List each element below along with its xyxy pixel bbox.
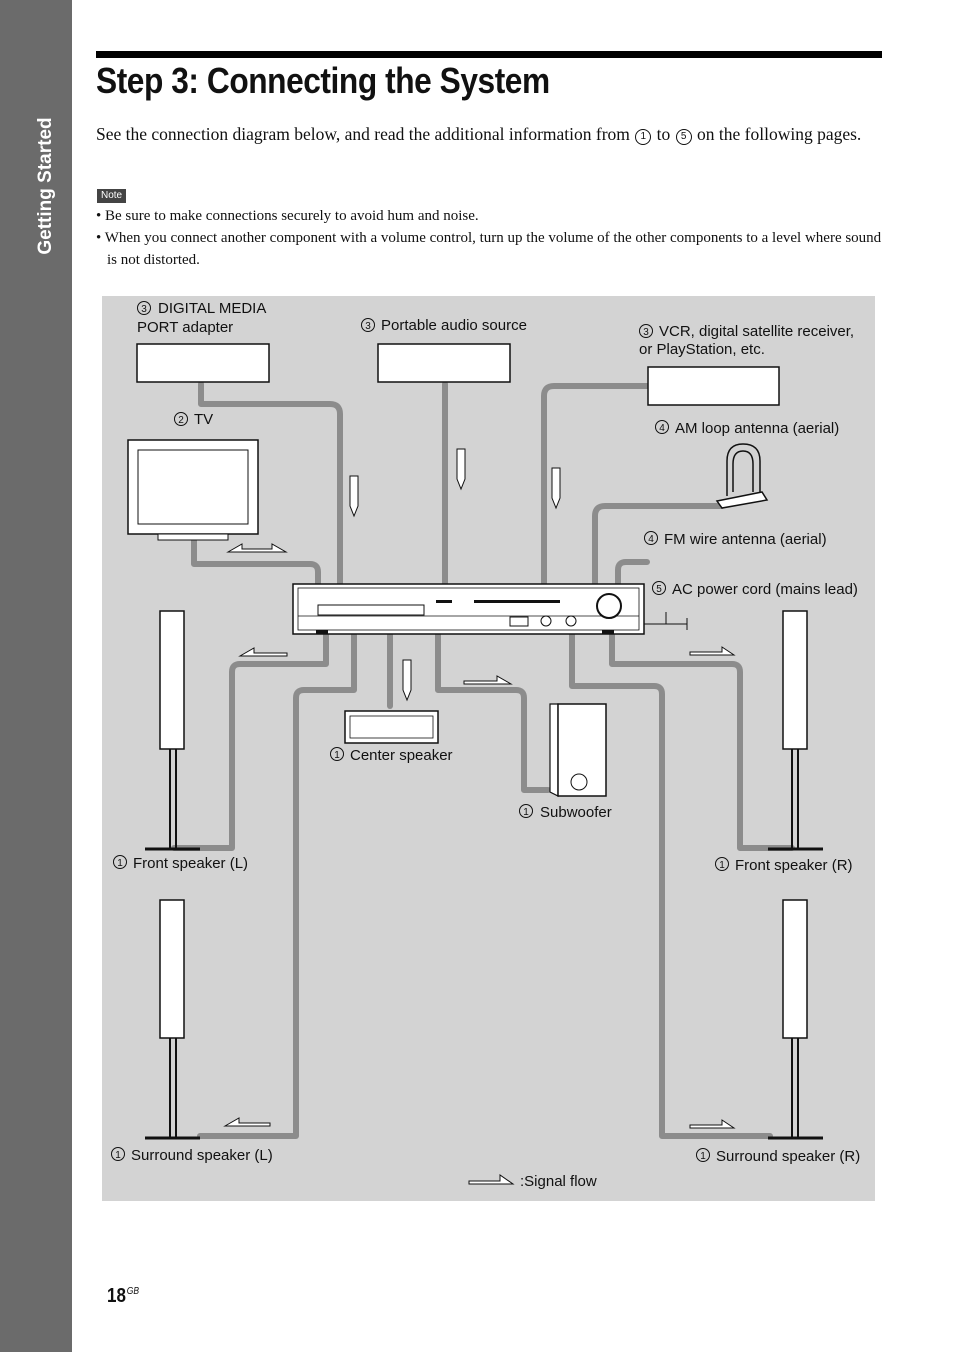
svg-text:Surround speaker (L): Surround speaker (L) bbox=[131, 1147, 273, 1164]
page-number-suffix: GB bbox=[126, 1286, 140, 1297]
svg-text:PORT adapter: PORT adapter bbox=[137, 319, 233, 336]
page-number: 18GB bbox=[107, 1285, 139, 1308]
signal-arrow-bidir bbox=[226, 543, 288, 553]
svg-text:1: 1 bbox=[115, 1150, 121, 1161]
signal-arrow-down bbox=[402, 659, 412, 702]
svg-text:Subwoofer: Subwoofer bbox=[540, 804, 612, 821]
svg-text:DIGITAL MEDIA: DIGITAL MEDIA bbox=[158, 300, 266, 317]
svg-text:1: 1 bbox=[334, 750, 340, 761]
front-speaker-l-icon bbox=[145, 610, 200, 851]
label-ac: 5 AC power cord (mains lead) bbox=[652, 581, 858, 598]
intro-text-start: See the connection diagram below, and re… bbox=[96, 124, 635, 144]
svg-text:Front speaker (L): Front speaker (L) bbox=[133, 855, 248, 872]
step-number-badge: 1 bbox=[635, 129, 652, 145]
label-subwoofer: 1 Subwoofer bbox=[519, 804, 612, 821]
svg-text:FM wire antenna (aerial): FM wire antenna (aerial) bbox=[664, 531, 827, 548]
cable-vcr bbox=[541, 383, 651, 587]
cable-surround-l bbox=[197, 631, 357, 1139]
connection-diagram: 3 DIGITAL MEDIA PORT adapter 3 Portable … bbox=[102, 296, 875, 1201]
cable-dmport bbox=[198, 381, 343, 587]
svg-text:Front speaker (R): Front speaker (R) bbox=[735, 857, 853, 874]
label-surround-l: 1 Surround speaker (L) bbox=[111, 1147, 273, 1164]
label-fm: 4 FM wire antenna (aerial) bbox=[644, 531, 827, 548]
svg-text:1: 1 bbox=[523, 807, 529, 818]
svg-text:Center speaker: Center speaker bbox=[350, 747, 453, 764]
section-label: Getting Started bbox=[35, 117, 56, 255]
svg-text:AM loop antenna (aerial): AM loop antenna (aerial) bbox=[675, 420, 839, 437]
signal-arrow-down bbox=[456, 448, 466, 491]
cable-front-r bbox=[609, 631, 795, 851]
cable-fm bbox=[592, 503, 725, 587]
am-antenna-icon bbox=[715, 443, 769, 509]
signal-arrow-left bbox=[238, 647, 288, 657]
legend-arrow-icon bbox=[468, 1174, 515, 1185]
vcr-box bbox=[647, 366, 780, 406]
step-number-badge: 5 bbox=[675, 129, 692, 145]
svg-text:1: 1 bbox=[117, 858, 123, 869]
ac-plug-icon bbox=[644, 612, 688, 630]
dmport-adapter-box bbox=[136, 343, 270, 383]
note-item: • When you connect another component wit… bbox=[96, 230, 882, 268]
svg-text:1: 1 bbox=[700, 1151, 706, 1162]
svg-text:TV: TV bbox=[194, 411, 213, 428]
svg-text:5: 5 bbox=[656, 584, 662, 595]
svg-text:3: 3 bbox=[643, 327, 649, 338]
note-item: • Be sure to make connections securely t… bbox=[96, 208, 479, 224]
label-vcr: 3 VCR, digital satellite receiver, or Pl… bbox=[639, 323, 854, 358]
svg-text:3: 3 bbox=[365, 321, 371, 332]
cables bbox=[171, 381, 795, 1139]
cable-sub bbox=[435, 631, 551, 793]
svg-text:2: 2 bbox=[178, 415, 184, 426]
surround-speaker-r-icon bbox=[768, 899, 823, 1140]
label-front-r: 1 Front speaker (R) bbox=[715, 857, 853, 874]
label-center: 1 Center speaker bbox=[330, 747, 453, 764]
label-front-l: 1 Front speaker (L) bbox=[113, 855, 248, 872]
label-am: 4 AM loop antenna (aerial) bbox=[655, 420, 839, 437]
svg-text:or PlayStation, etc.: or PlayStation, etc. bbox=[639, 341, 765, 358]
cable-tv bbox=[191, 535, 321, 587]
svg-text:1: 1 bbox=[719, 860, 725, 871]
svg-text:3: 3 bbox=[141, 304, 147, 315]
surround-speaker-l-icon bbox=[145, 899, 200, 1140]
label-portable: 3 Portable audio source bbox=[361, 317, 527, 334]
av-receiver bbox=[292, 583, 645, 635]
cable-ac bbox=[615, 559, 650, 587]
note-badge: Note bbox=[97, 189, 127, 203]
tv-icon bbox=[127, 439, 259, 541]
intro-text-middle: to bbox=[652, 124, 675, 144]
label-surround-r: 1 Surround speaker (R) bbox=[696, 1148, 860, 1165]
svg-text:4: 4 bbox=[648, 534, 654, 545]
svg-text:Portable audio source: Portable audio source bbox=[381, 317, 527, 334]
signal-arrow-right bbox=[689, 1119, 736, 1129]
legend-label: :Signal flow bbox=[520, 1173, 597, 1190]
intro-text-end: on the following pages. bbox=[692, 124, 862, 144]
signal-arrow-right bbox=[463, 675, 513, 685]
signal-arrow-left bbox=[223, 1117, 271, 1127]
label-dmport: 3 DIGITAL MEDIA PORT adapter bbox=[137, 300, 266, 336]
center-speaker-icon bbox=[344, 710, 439, 744]
signal-arrow-down bbox=[349, 475, 359, 518]
signal-arrow-down bbox=[551, 467, 561, 510]
page-title: Step 3: Connecting the System bbox=[96, 60, 550, 101]
portable-audio-box bbox=[377, 343, 511, 383]
signal-arrows bbox=[223, 448, 736, 1185]
svg-text:4: 4 bbox=[659, 423, 665, 434]
cable-surround-r bbox=[569, 631, 773, 1139]
label-tv: 2 TV bbox=[174, 411, 213, 428]
signal-arrow-right bbox=[689, 646, 736, 656]
subwoofer-icon bbox=[549, 703, 607, 797]
notes-list: • Be sure to make connections securely t… bbox=[96, 205, 886, 271]
intro-paragraph: See the connection diagram below, and re… bbox=[96, 123, 886, 146]
svg-text:AC power cord (mains lead): AC power cord (mains lead) bbox=[672, 581, 858, 598]
page-number-value: 18 bbox=[107, 1285, 126, 1307]
front-speaker-r-icon bbox=[768, 610, 823, 851]
svg-text:VCR, digital satellite receive: VCR, digital satellite receiver, bbox=[659, 323, 854, 340]
sidebar-tab: Getting Started bbox=[0, 0, 72, 1352]
svg-text:Surround speaker (R): Surround speaker (R) bbox=[716, 1148, 860, 1165]
cable-front-l bbox=[171, 631, 329, 851]
title-rule bbox=[96, 51, 882, 58]
